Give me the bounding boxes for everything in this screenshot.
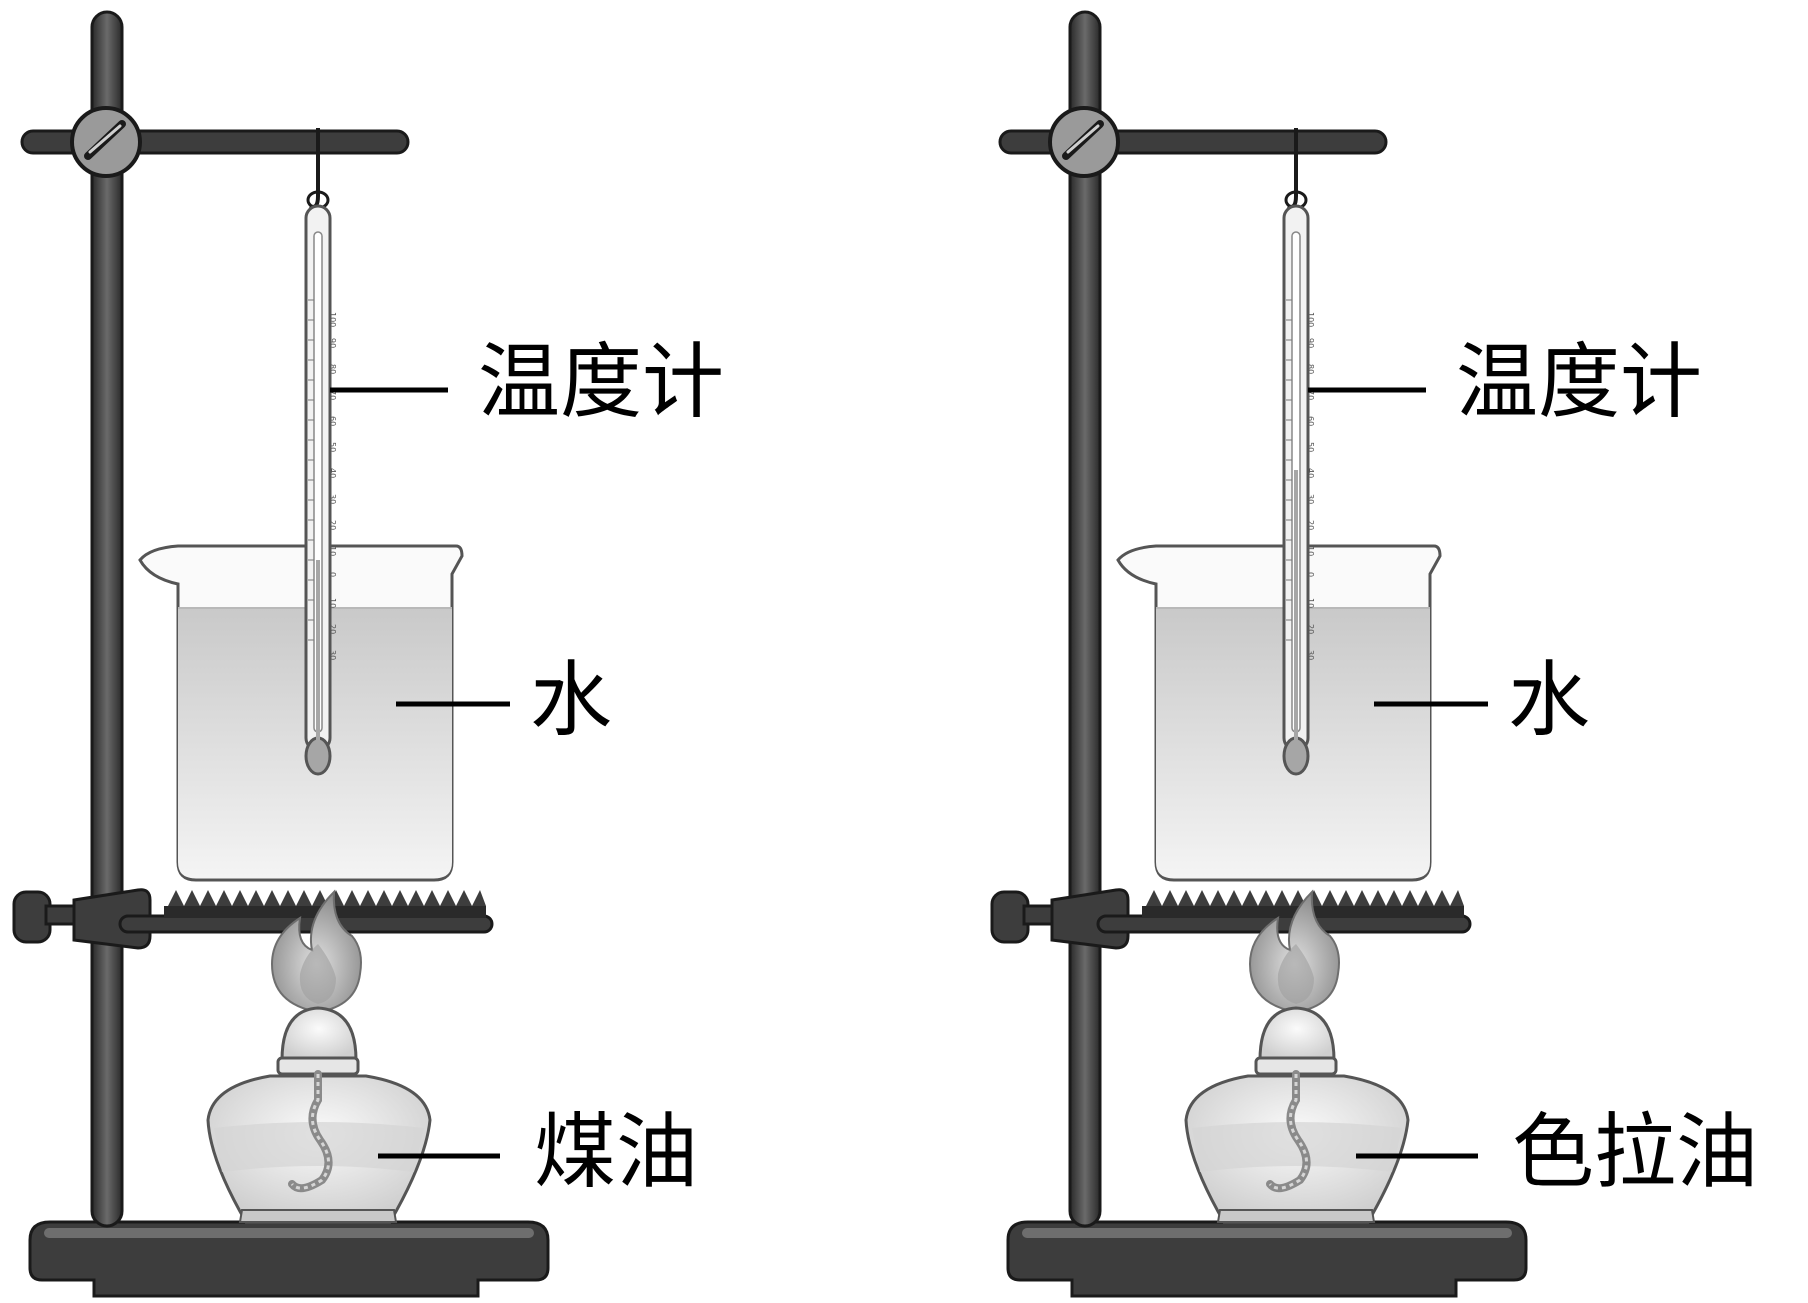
scale-number: 10 bbox=[1306, 546, 1315, 556]
thermometer-label: 温度计 bbox=[478, 335, 725, 430]
right-apparatus: 100 90 80 70 60 50 40 30 20 10 0 10 20 3… bbox=[978, 0, 1808, 1303]
scale-number: 100 bbox=[328, 312, 337, 327]
scale-number: 40 bbox=[1306, 468, 1315, 478]
scale-number: 10 bbox=[1306, 598, 1315, 608]
lamp-cap bbox=[1258, 1006, 1336, 1062]
scale-number: 70 bbox=[1306, 390, 1315, 400]
thermometer-scale: 100 90 80 70 60 50 40 30 20 10 0 10 20 3… bbox=[328, 312, 337, 660]
scale-number: 60 bbox=[328, 416, 337, 426]
stand-base bbox=[1006, 1220, 1528, 1298]
stand-pole bbox=[90, 10, 124, 1228]
scale-number: 80 bbox=[1306, 364, 1315, 374]
scale-number: 20 bbox=[1306, 520, 1315, 530]
thermometer-ticks bbox=[1286, 299, 1292, 641]
scale-number: 20 bbox=[328, 624, 337, 634]
left-apparatus: 100 90 80 70 60 50 40 30 20 10 0 10 20 3… bbox=[12, 10, 725, 1298]
scale-number: 90 bbox=[328, 338, 337, 348]
stand-base bbox=[28, 1220, 550, 1298]
scale-number: 10 bbox=[328, 598, 337, 608]
scale-number: 90 bbox=[1306, 338, 1315, 348]
scale-number: 30 bbox=[328, 494, 337, 504]
base-highlight bbox=[44, 1228, 534, 1238]
liquid-label: 水 bbox=[530, 653, 613, 748]
lamp-cap bbox=[280, 1006, 358, 1062]
thermometer-ticks bbox=[308, 299, 314, 641]
scale-number: 30 bbox=[1306, 650, 1315, 660]
ring-support bbox=[118, 914, 494, 934]
scale-number: 0 bbox=[328, 572, 337, 577]
scale-number: 100 bbox=[1306, 312, 1315, 327]
stand-pole bbox=[1068, 10, 1102, 1228]
scale-number: 20 bbox=[1306, 624, 1315, 634]
fuel-label: 色拉油 bbox=[1512, 1105, 1759, 1200]
scale-number: 50 bbox=[1306, 442, 1315, 452]
scale-number: 30 bbox=[328, 650, 337, 660]
scale-number: 20 bbox=[328, 520, 337, 530]
scale-number: 10 bbox=[328, 546, 337, 556]
scale-number: 40 bbox=[328, 468, 337, 478]
scale-number: 0 bbox=[1306, 572, 1315, 577]
scale-number: 70 bbox=[328, 390, 337, 400]
scale-number: 50 bbox=[328, 442, 337, 452]
scale-number: 60 bbox=[1306, 416, 1315, 426]
scale-number: 30 bbox=[1306, 494, 1315, 504]
ring-support bbox=[1096, 914, 1472, 934]
liquid-label: 水 bbox=[1508, 653, 1591, 748]
fuel-label: 煤油 bbox=[534, 1105, 699, 1200]
right-apparatus-drawing: 100 90 80 70 60 50 40 30 20 10 0 10 20 3… bbox=[990, 10, 1528, 1298]
left-apparatus-drawing: 100 90 80 70 60 50 40 30 20 10 0 10 20 3… bbox=[12, 10, 550, 1298]
scale-number: 80 bbox=[328, 364, 337, 374]
thermometer-label: 温度计 bbox=[1456, 335, 1703, 430]
thermometer-scale: 100 90 80 70 60 50 40 30 20 10 0 10 20 3… bbox=[1306, 312, 1315, 660]
